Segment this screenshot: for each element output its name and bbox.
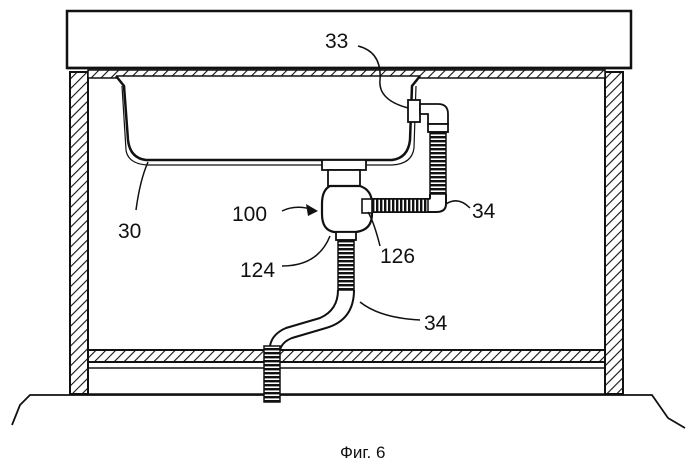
label-hose-34-lower: 34 <box>424 312 448 335</box>
label-outlet-124: 124 <box>240 259 275 282</box>
countertop <box>65 9 633 70</box>
leader-33 <box>357 45 409 109</box>
cabinet-shelf <box>87 349 606 363</box>
figure-caption: Фиг. 6 <box>340 443 385 462</box>
drain-neck <box>321 159 367 187</box>
cabinet-base <box>88 367 605 395</box>
leader-126 <box>367 211 381 247</box>
label-hose-34-upper: 34 <box>472 200 496 223</box>
leader-30 <box>135 161 149 211</box>
cabinet-right-wall <box>604 71 624 395</box>
label-overflow-33: 33 <box>325 30 348 53</box>
overflow-fitting <box>407 99 449 133</box>
leader-34-lower <box>359 301 421 321</box>
label-inlet-126: 126 <box>380 245 415 268</box>
floor <box>11 394 686 429</box>
sink-basin <box>115 75 421 166</box>
drain-hose <box>263 239 355 403</box>
leader-34-upper <box>445 200 471 209</box>
label-trap-100: 100 <box>232 203 267 226</box>
cabinet-left-wall <box>69 71 89 395</box>
leader-124 <box>281 235 331 267</box>
label-sink-30: 30 <box>118 220 141 243</box>
trap-body <box>320 184 374 241</box>
arrow-100 <box>306 204 318 216</box>
